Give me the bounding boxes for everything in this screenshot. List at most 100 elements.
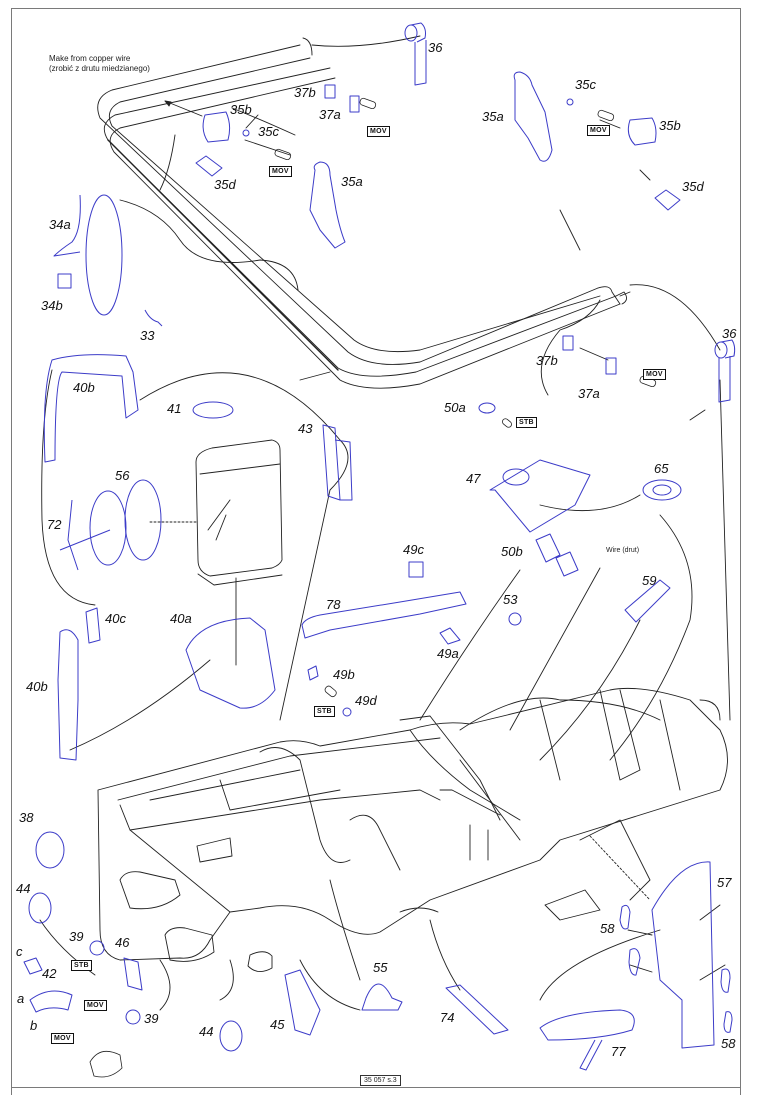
pin-mov-right [597, 109, 615, 122]
label-part-36: 36 [428, 40, 443, 55]
part-35c-right-washer [566, 98, 574, 106]
part-56-cover [124, 479, 162, 561]
part-45-bracket [284, 969, 321, 1036]
part-39-bottom-ring [125, 1009, 141, 1025]
part-37b-mid-plate [562, 335, 574, 351]
label-part-34b: 34b [41, 298, 63, 313]
part-59-grip [624, 579, 671, 623]
label-part-56: 56 [115, 468, 130, 483]
part-58-right-clip [720, 968, 731, 993]
label-part-41: 41 [167, 401, 182, 416]
label-part-37b: 37b [536, 353, 558, 368]
sheet-reference: 35 057 s.3 [360, 1075, 401, 1086]
part-35c-left-washer [242, 129, 250, 137]
label-part-39: 39 [69, 929, 84, 944]
label-part-35a: 35a [341, 174, 363, 189]
part-37b-top-plate [324, 84, 336, 99]
note-copper-wire: Make from copper wire (zrobić z drutu mi… [49, 54, 150, 74]
part-47-plate [489, 459, 591, 533]
tag-mov: MOV [643, 369, 666, 380]
tag-mov: MOV [84, 1000, 107, 1011]
tag-stb: STB [71, 960, 92, 971]
roll-bar-tubes [97, 37, 631, 389]
label-part-77: 77 [611, 1044, 626, 1059]
label-part-43: 43 [298, 421, 313, 436]
part-35a-right-bracket [513, 71, 553, 162]
label-part-35d: 35d [214, 177, 236, 192]
tag-stb: STB [314, 706, 335, 717]
tag-mov: MOV [269, 166, 292, 177]
part-50b-pedals [535, 533, 579, 577]
drawing-frame-bottom [11, 1087, 741, 1088]
part-74-step [445, 984, 509, 1035]
label-part-37a: 37a [578, 386, 600, 401]
label-part-35b: 35b [230, 102, 252, 117]
part-42c-bracket [23, 957, 43, 975]
part-37a-top-plate [349, 95, 360, 113]
label-part-58: 58 [600, 921, 615, 936]
part-35b-right-clip [627, 117, 657, 146]
part-35a-left-bracket [309, 161, 346, 249]
label-part-50a: 50a [444, 400, 466, 415]
label-part-45: 45 [270, 1017, 285, 1032]
part-34b-buckle [57, 273, 72, 289]
label-part-42: 42 [42, 966, 57, 981]
label-part-49b: 49b [333, 667, 355, 682]
part-35d-left-latch [195, 155, 223, 177]
pin-mov-top [359, 97, 377, 110]
label-part-47: 47 [466, 471, 481, 486]
part-58-left-clip [619, 904, 631, 930]
part-53-ring [508, 612, 522, 626]
tag-mov: MOV [367, 126, 390, 137]
label-part-40c: 40c [105, 611, 126, 626]
part-77-belt [539, 1009, 635, 1041]
part-44-left-grille [28, 892, 52, 924]
label-part-36: 36 [722, 326, 737, 341]
part-42-guard [29, 990, 73, 1013]
part-72-mount [59, 499, 111, 571]
tag-mov: MOV [587, 125, 610, 136]
label-part-34a: 34a [49, 217, 71, 232]
part-41-ring [192, 401, 234, 419]
label-part-33: 33 [140, 328, 155, 343]
part-33-hook [144, 309, 163, 327]
part-39-top-ring [89, 940, 105, 956]
label-part-50b: 50b [501, 544, 523, 559]
label-part-39: 39 [144, 1011, 159, 1026]
label-part-42-c: c [16, 944, 23, 959]
label-part-40b: 40b [26, 679, 48, 694]
part-36-mid-hinge [714, 339, 736, 403]
label-part-42-b: b [30, 1018, 38, 1033]
label-part-44: 44 [199, 1024, 214, 1039]
vehicle-body [97, 687, 728, 972]
note-copper-wire-pl: (zrobić z drutu miedzianego) [49, 64, 150, 73]
part-65-flange [642, 479, 682, 501]
label-part-58: 58 [721, 1036, 736, 1051]
part-49b-hinge [307, 665, 319, 681]
part-40b-top-strap [43, 354, 139, 463]
part-35b-left-clip [202, 111, 231, 143]
part-49a-latch [439, 627, 461, 645]
part-49c-clip [408, 561, 424, 578]
label-part-44: 44 [16, 881, 31, 896]
label-part-46: 46 [115, 935, 130, 950]
label-part-42-a: a [17, 991, 25, 1006]
part-40b-bottom-strap [57, 629, 79, 761]
label-part-35d: 35d [682, 179, 704, 194]
part-38-ring [35, 831, 65, 869]
label-part-37b: 37b [294, 85, 316, 100]
part-50a-cap [478, 402, 496, 414]
drawing-frame [11, 8, 741, 1095]
label-part-37a: 37a [319, 107, 341, 122]
part-34a-strap [85, 194, 123, 316]
pin-stb-49 [324, 685, 337, 698]
part-57-fender [651, 861, 715, 1049]
label-part-40b: 40b [73, 380, 95, 395]
note-copper-wire-en: Make from copper wire [49, 54, 131, 63]
jerry-can [195, 439, 283, 666]
tag-stb: STB [516, 417, 537, 428]
label-part-38: 38 [19, 810, 34, 825]
label-part-78: 78 [326, 597, 341, 612]
tow-hook [89, 1050, 123, 1078]
